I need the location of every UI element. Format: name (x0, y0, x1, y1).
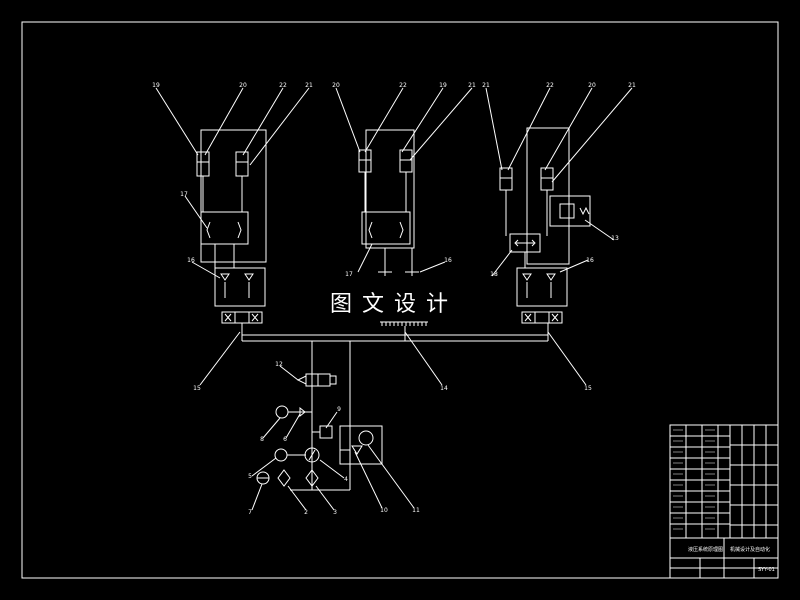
callout-label: 22 (546, 82, 554, 89)
callout-label: 3 (333, 509, 337, 516)
filter (277, 469, 291, 487)
callout-label: 22 (279, 82, 287, 89)
right-cylinder-b (540, 167, 554, 191)
title-block-drawing-number: SYY-01 (758, 567, 775, 573)
middle-lock-valve (361, 211, 411, 245)
callout-label: 21 (482, 82, 490, 89)
callout-label: 16 (187, 257, 195, 264)
left-lock-valve (200, 211, 249, 245)
middle-cylinder-a (358, 149, 372, 173)
right-check-valve (516, 267, 568, 307)
middle-actuator (378, 271, 419, 276)
hydraulic-pump (304, 447, 320, 463)
callout-label: 7 (248, 509, 252, 516)
main-pipe (241, 323, 549, 491)
title-block-hatching (673, 429, 715, 530)
callout-label: 19 (439, 82, 447, 89)
callout-label: 16 (444, 257, 452, 264)
callout-label: 15 (193, 385, 201, 392)
right-circuit (499, 127, 591, 324)
cooler (305, 469, 319, 487)
callout-label: 14 (440, 385, 448, 392)
pressure-gauge (275, 405, 289, 419)
callout-label: 12 (275, 361, 283, 368)
pump-station (256, 373, 383, 487)
drawing-frame (21, 21, 779, 579)
callout-label: 9 (337, 406, 341, 413)
callout-label: 2 (304, 509, 308, 516)
callout-label: 19 (152, 82, 160, 89)
callout-label: 15 (584, 385, 592, 392)
callout-label: 20 (332, 82, 340, 89)
callout-label: 21 (468, 82, 476, 89)
callout-label: 21 (305, 82, 313, 89)
title-block-drawing-title: 液压系统原理图 (688, 547, 724, 553)
callout-label: 10 (380, 507, 388, 514)
callout-label: 21 (628, 82, 636, 89)
callout-label: 11 (412, 507, 420, 514)
callout-label: 16 (586, 257, 594, 264)
left-circuit (196, 129, 267, 324)
left-frame (200, 129, 267, 263)
callout-label: 4 (344, 476, 348, 483)
callout-numbers: 19 20 22 21 20 22 19 21 21 22 20 21 17 1… (152, 82, 636, 516)
accumulator-box (339, 425, 383, 465)
title-block-company: 机械设计及自动化 (730, 547, 771, 553)
callout-label: 13 (611, 235, 619, 242)
left-check-valve (214, 267, 266, 307)
callout-label: 17 (345, 271, 353, 278)
watermark: 图文设计 (330, 292, 459, 317)
right-directional-valve (521, 311, 563, 324)
callout-label: 20 (588, 82, 596, 89)
electric-motor (274, 448, 288, 462)
left-cylinder-a (196, 151, 210, 177)
right-cylinder-a (499, 167, 513, 191)
middle-frame (365, 129, 415, 249)
callout-label: 22 (399, 82, 407, 89)
accumulator (358, 430, 374, 446)
left-cylinder-b (235, 151, 249, 177)
leader-lines (155, 87, 633, 511)
callout-label: 17 (180, 191, 188, 198)
right-relief-valve (549, 195, 591, 227)
middle-cylinder-b (399, 149, 413, 173)
callout-label: 20 (239, 82, 247, 89)
title-block (669, 424, 779, 579)
callout-label: 6 (283, 436, 287, 443)
callout-label: 18 (490, 271, 498, 278)
callout-label: 8 (260, 436, 264, 443)
callout-label: 5 (248, 473, 252, 480)
